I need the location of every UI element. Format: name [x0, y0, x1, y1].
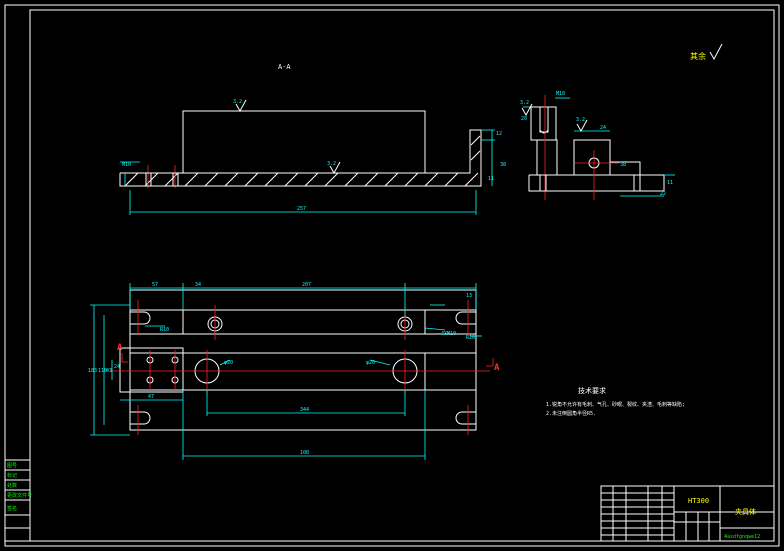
roughness-4: 3.2	[576, 117, 585, 123]
part-name: 夹具体	[735, 507, 756, 516]
dim-plan-h4: 24	[114, 364, 120, 370]
side-label-1: 图号	[7, 463, 17, 469]
drawing-code: 4asdfgnqwe12	[724, 534, 760, 540]
side-label-4: 更改文件号	[7, 492, 32, 499]
material-label: HT300	[688, 497, 709, 505]
dim-side-h1: 38	[620, 162, 626, 168]
dim-side-len: 22	[660, 191, 666, 197]
section-view	[119, 110, 482, 188]
dim-top-h1: 12	[496, 131, 502, 137]
dim-plan-right: R20	[466, 335, 475, 341]
dim-top-len: 257	[297, 206, 306, 212]
section-marker-left: A	[117, 343, 123, 353]
section-dims	[120, 99, 495, 215]
title-block	[4, 459, 775, 542]
section-marker-right: A	[494, 363, 500, 373]
plan-view	[119, 289, 477, 431]
dim-top-h3: 38	[500, 162, 506, 168]
surface-note: 其余	[690, 51, 706, 61]
dim-plan-center: 344	[300, 407, 309, 413]
section-arrow-right	[486, 358, 494, 367]
dim-plan-phi1: φ20	[224, 360, 233, 366]
dim-top-left: M10	[122, 162, 131, 168]
plan-dims	[90, 283, 482, 460]
dim-plan-r: R10	[160, 327, 169, 333]
tech-req-item1: 1.锐角不允许有毛刺、气孔、砂眼、裂纹、夹渣、毛刺等缺陷;	[546, 401, 685, 408]
dim-side-left: 20	[521, 116, 527, 122]
outer-border	[4, 4, 780, 547]
inner-border	[29, 9, 775, 542]
tech-req-item2: 2.未注倒圆角半径R5.	[546, 410, 596, 417]
plan-centerlines	[110, 300, 490, 435]
dim-plan-d4: 13	[466, 293, 472, 299]
dim-top-h2: 11	[488, 176, 494, 182]
dim-plan-total: 108	[300, 450, 309, 456]
dim-plan-h2: 110	[98, 368, 107, 374]
dim-side-h2: 11	[667, 180, 673, 186]
tech-req-title: 技术要求	[578, 386, 606, 395]
roughness-3: 3.2	[520, 100, 529, 106]
roughness-1: 3.2	[233, 99, 242, 105]
dim-plan-h3: 43	[106, 368, 112, 374]
dim-plan-w1: 47	[148, 394, 154, 400]
dim-plan-d2: 34	[195, 282, 201, 288]
dim-plan-h: 183	[88, 368, 97, 374]
side-view	[521, 95, 675, 200]
dim-side-top: M10	[556, 91, 565, 97]
side-label-3: 处数	[7, 482, 17, 489]
roughness-symbol	[709, 43, 723, 61]
section-arrow-left	[121, 353, 128, 363]
roughness-2: 3.2	[327, 161, 336, 167]
dim-side-w: 24	[600, 125, 606, 131]
side-label-2: 标记	[7, 472, 17, 479]
dim-plan-d1: 57	[152, 282, 158, 288]
dim-plan-d3: 207	[302, 282, 311, 288]
side-label-5: 签名	[7, 505, 17, 512]
section-title: A-A	[278, 63, 291, 71]
dim-plan-hole: 4XM10	[441, 331, 456, 337]
dim-plan-phi2: φ20	[366, 360, 375, 366]
